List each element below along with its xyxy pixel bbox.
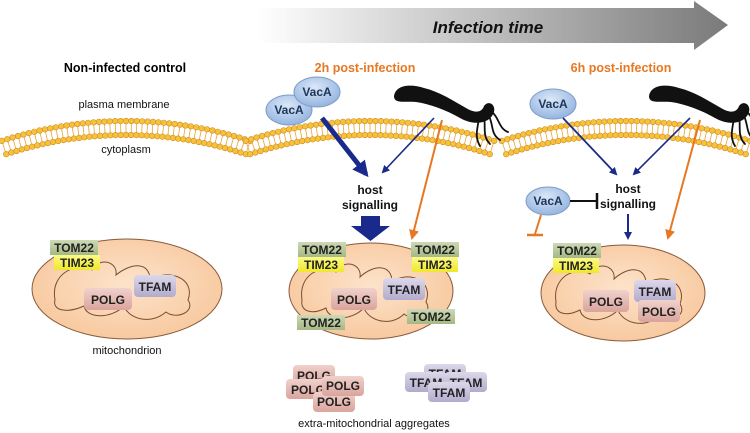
arrow-vaca-host-2h xyxy=(320,116,369,178)
control-title: Non-infected control xyxy=(64,61,186,75)
svg-text:POLG: POLG xyxy=(642,305,676,319)
mitochondrion-control: TOM22 TIM23 POLG TFAM xyxy=(31,238,223,340)
svg-text:VacA: VacA xyxy=(533,194,563,208)
arrow-bact-host-6h xyxy=(632,117,691,176)
svg-text:TOM22: TOM22 xyxy=(415,243,455,257)
mitochondrion-6h: TOM22 TIM23 POLG TFAM POLG xyxy=(540,243,706,342)
big-down-arrow-2h xyxy=(351,216,390,241)
polg-box: POLG xyxy=(638,300,680,322)
svg-text:TFAM: TFAM xyxy=(139,280,172,294)
svg-text:TIM23: TIM23 xyxy=(304,258,338,272)
vaca-6h-top: VacA xyxy=(529,88,577,120)
tim23-box: TIM23 xyxy=(54,255,100,270)
inhibit-mito-import xyxy=(527,214,543,237)
tom22-box: TOM22 xyxy=(411,242,459,257)
tfam-box: TFAM xyxy=(134,275,176,297)
svg-text:POLG: POLG xyxy=(337,293,371,307)
svg-text:POLG: POLG xyxy=(326,379,360,393)
vaca-2h-b: VacA xyxy=(293,76,341,108)
tim23-box: TIM23 xyxy=(553,258,599,273)
polg-aggregate: POLG POLG POLG POLG xyxy=(286,365,364,412)
signalling-label-2h: signalling xyxy=(342,198,398,212)
svg-text:TFAM: TFAM xyxy=(639,285,672,299)
membrane-6h xyxy=(498,117,750,158)
svg-text:TIM23: TIM23 xyxy=(60,256,94,270)
inhibit-signalling xyxy=(570,193,599,209)
h2-title: 2h post-infection xyxy=(315,61,416,75)
host-label-6h: host xyxy=(615,182,640,196)
arrow-bact-mito-6h xyxy=(665,119,701,240)
svg-text:TIM23: TIM23 xyxy=(418,258,452,272)
tfam-box: TFAM xyxy=(634,280,676,302)
aggregates-label: extra-mitochondrial aggregates xyxy=(298,418,450,430)
svg-text:TIM23: TIM23 xyxy=(559,259,593,273)
polg-box: POLG xyxy=(84,288,132,310)
mitochondrion-2h: TOM22 TIM23 TOM22 TIM23 POLG TFAM TOM22 … xyxy=(288,242,459,340)
svg-text:TOM22: TOM22 xyxy=(301,316,341,330)
polg-box: POLG xyxy=(331,288,377,310)
bacterium-6h xyxy=(649,85,750,147)
arrow-bact-mito-2h xyxy=(409,119,443,240)
svg-text:TOM22: TOM22 xyxy=(302,243,342,257)
h6-title: 6h post-infection xyxy=(571,61,672,75)
tom22-box: TOM22 xyxy=(298,242,346,257)
mitochondrion-label: mitochondrion xyxy=(92,345,161,357)
polg-box: POLG xyxy=(583,290,629,312)
svg-text:TFAM: TFAM xyxy=(388,283,421,297)
polg-box: POLG xyxy=(313,392,355,412)
tom22-box: TOM22 xyxy=(553,243,601,258)
tfam-box: TFAM xyxy=(428,382,470,402)
arrow-vaca-host-6h xyxy=(562,117,618,176)
bacterium-2h xyxy=(394,85,509,147)
tim23-box: TIM23 xyxy=(412,257,458,272)
svg-text:VacA: VacA xyxy=(274,103,304,117)
membrane-control xyxy=(0,117,254,158)
plasma-membrane-label: plasma membrane xyxy=(78,99,169,111)
tom22-box: TOM22 xyxy=(407,309,455,324)
svg-text:TOM22: TOM22 xyxy=(54,241,94,255)
svg-text:TOM22: TOM22 xyxy=(411,310,451,324)
svg-text:POLG: POLG xyxy=(317,395,351,409)
svg-text:POLG: POLG xyxy=(589,295,623,309)
svg-text:POLG: POLG xyxy=(91,293,125,307)
svg-text:TFAM: TFAM xyxy=(433,386,466,400)
host-label-2h: host xyxy=(357,183,382,197)
polg-box: POLG xyxy=(322,376,364,396)
svg-text:TOM22: TOM22 xyxy=(557,244,597,258)
svg-text:VacA: VacA xyxy=(302,85,332,99)
svg-text:VacA: VacA xyxy=(538,97,568,111)
infection-time-arrow: Infection time xyxy=(258,1,728,50)
tfam-box: TFAM xyxy=(383,278,425,300)
arrow-bact-host-2h xyxy=(381,117,435,174)
tom22-box: TOM22 xyxy=(50,240,98,255)
tom22-box: TOM22 xyxy=(297,315,345,330)
tim23-box: TIM23 xyxy=(298,257,344,272)
cytoplasm-label: cytoplasm xyxy=(101,144,151,156)
signalling-label-6h: signalling xyxy=(600,197,656,211)
tfam-aggregate: TFAM TFAM TFAM TFAM xyxy=(405,364,487,402)
vaca-6h-inhibitor: VacA xyxy=(525,186,571,216)
infection-time-label: Infection time xyxy=(433,18,544,37)
